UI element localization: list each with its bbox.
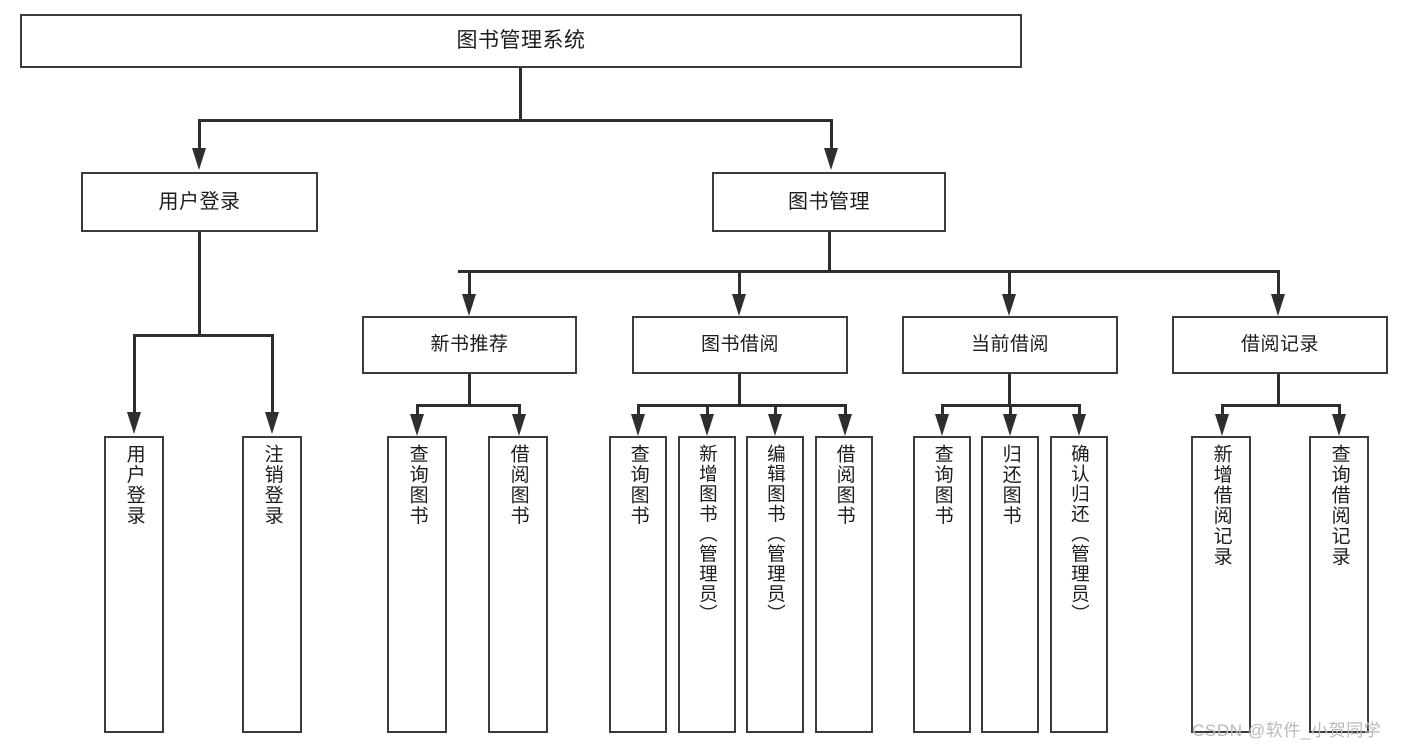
arrow-to-book-borrow [732,294,746,316]
arrow-to-leaf-query-book-2 [631,414,645,436]
node-label: 查询图书 [931,444,953,526]
edge-nbr-drop-1 [416,404,419,416]
node-label: 借阅记录 [1240,334,1319,356]
edge-root-stem [519,68,522,120]
edge-to-borrow-record [1277,270,1280,298]
edge-to-current-borrow [1008,270,1011,298]
leaf-add-book[interactable]: 新增图书（管理员） [678,436,736,733]
edge-bb-drop-1 [637,404,640,416]
arrow-to-leaf-confirm-return [1072,414,1086,436]
edge-br-drop-2 [1338,404,1341,416]
edge-borrow-record-stem [1277,374,1280,406]
arrow-to-leaf-borrow-book-2 [838,414,852,436]
node-label: 查询图书 [406,444,428,526]
node-label: 新增图书（管理员） [697,444,719,624]
edge-book-management-stem [828,232,831,272]
edge-bb-drop-3 [774,404,777,416]
edge-book-management-bar [458,270,1280,273]
edge-nbr-drop-2 [518,404,521,416]
arrow-to-leaf-logout-login [265,412,279,434]
node-label: 确认归还（管理员） [1069,444,1091,624]
edge-bb-drop-4 [844,404,847,416]
leaf-query-book-1[interactable]: 查询图书 [387,436,447,733]
node-user-login[interactable]: 用户登录 [81,172,318,232]
arrow-to-leaf-user-login [127,412,141,434]
arrow-to-leaf-return-book [1003,414,1017,436]
arrow-to-borrow-record [1271,294,1285,316]
edge-cb-drop-1 [941,404,944,416]
edge-root-to-book-management [830,119,833,151]
leaf-borrow-book-2[interactable]: 借阅图书 [815,436,873,733]
edge-root-bar [198,119,832,122]
edge-new-book-recommend-bar [416,404,520,407]
arrow-to-leaf-query-book-1 [410,414,424,436]
arrow-to-leaf-query-record [1332,414,1346,436]
arrow-to-user-login [192,148,206,170]
edge-bb-drop-2 [706,404,709,416]
edge-book-borrow-stem [738,374,741,406]
leaf-logout-login[interactable]: 注销登录 [242,436,302,733]
edge-new-book-recommend-stem [468,374,471,406]
node-label: 借阅图书 [833,444,855,526]
edge-to-new-book-recommend [468,270,471,298]
node-label: 图书管理 [788,190,870,213]
edge-current-borrow-stem [1008,374,1011,406]
edge-root-to-user-login [198,119,201,151]
node-label: 编辑图书（管理员） [765,444,787,624]
node-label: 归还图书 [999,444,1021,526]
leaf-return-book[interactable]: 归还图书 [981,436,1039,733]
node-label: 注销登录 [261,444,283,526]
leaf-query-book-2[interactable]: 查询图书 [609,436,667,733]
arrow-to-current-borrow [1002,294,1016,316]
arrow-to-book-management [824,148,838,170]
node-borrow-record[interactable]: 借阅记录 [1172,316,1388,374]
node-label: 新书推荐 [430,334,509,356]
arrow-to-leaf-add-record [1215,414,1229,436]
node-label: 当前借阅 [970,334,1049,356]
edge-cb-drop-3 [1078,404,1081,416]
edge-book-borrow-bar [637,404,847,407]
edge-user-login-stem [198,232,201,336]
leaf-edit-book[interactable]: 编辑图书（管理员） [746,436,804,733]
node-label: 图书借阅 [700,334,779,356]
node-label: 查询图书 [627,444,649,526]
arrow-to-leaf-edit-book [768,414,782,436]
edge-borrow-record-bar [1221,404,1339,407]
node-book-borrow[interactable]: 图书借阅 [632,316,848,374]
node-label: 用户登录 [123,444,145,526]
edge-to-book-borrow [738,270,741,298]
leaf-borrow-book-1[interactable]: 借阅图书 [488,436,548,733]
leaf-confirm-return[interactable]: 确认归还（管理员） [1050,436,1108,733]
node-label: 新增借阅记录 [1210,444,1232,567]
leaf-user-login[interactable]: 用户登录 [104,436,164,733]
arrow-to-new-book-recommend [462,294,476,316]
node-root-system[interactable]: 图书管理系统 [20,14,1022,68]
node-book-management[interactable]: 图书管理 [712,172,946,232]
node-current-borrow[interactable]: 当前借阅 [902,316,1118,374]
node-label: 查询借阅记录 [1328,444,1350,567]
leaf-query-record[interactable]: 查询借阅记录 [1309,436,1369,733]
csdn-watermark: CSDN @软件_小贺同学 [1192,721,1382,740]
leaf-add-record[interactable]: 新增借阅记录 [1191,436,1251,733]
edge-user-login-left-drop [133,334,136,414]
node-label: 图书管理系统 [456,28,586,52]
arrow-to-leaf-borrow-book-1 [512,414,526,436]
node-label: 用户登录 [158,190,241,213]
arrow-to-leaf-query-book-3 [935,414,949,436]
edge-user-login-bar [133,334,273,337]
edge-user-login-right-drop [271,334,274,414]
leaf-query-book-3[interactable]: 查询图书 [913,436,971,733]
edge-cb-drop-2 [1009,404,1012,416]
edge-br-drop-1 [1221,404,1224,416]
node-label: 借阅图书 [507,444,529,526]
arrow-to-leaf-add-book [700,414,714,436]
node-new-book-recommend[interactable]: 新书推荐 [362,316,577,374]
